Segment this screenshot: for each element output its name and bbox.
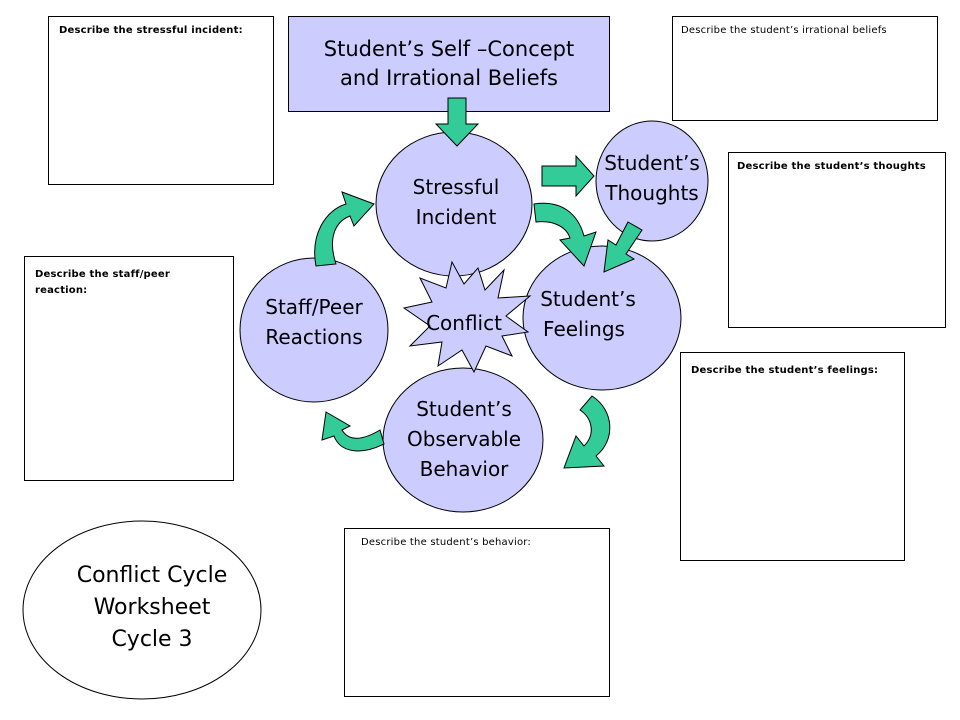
staff-peer-reactions-text-2: Reactions xyxy=(265,325,362,349)
students-feelings-text-2: Feelings xyxy=(543,317,625,341)
staff-peer-reactions-node xyxy=(239,257,389,403)
thoughts-box[interactable]: Describe the student’s thoughts xyxy=(728,152,946,328)
self-concept-title: Student’s Self –Concept and Irrational B… xyxy=(288,16,610,112)
students-thoughts-text-1: Student’s xyxy=(604,151,700,175)
worksheet-line-1: Conflict Cycle xyxy=(77,563,228,588)
stressful-incident-text-2: Incident xyxy=(416,205,497,229)
students-thoughts-node xyxy=(595,120,709,242)
staff-peer-label-1: Describe the staff/peer xyxy=(35,269,170,280)
stressful-incident-node xyxy=(375,131,533,277)
staff-peer-label-2: reaction: xyxy=(35,285,88,296)
behavior-label: Describe the student’s behavior: xyxy=(361,537,531,548)
irrational-beliefs-box[interactable]: Describe the student’s irrational belief… xyxy=(672,16,938,121)
title-line-2: and Irrational Beliefs xyxy=(340,66,558,90)
students-thoughts-text-2: Thoughts xyxy=(604,181,698,205)
stressful-incident-text-1: Stressful xyxy=(413,175,500,199)
title-down-arrow xyxy=(434,97,480,147)
feelings-box[interactable]: Describe the student’s feelings: xyxy=(680,352,905,561)
feelings-label: Describe the student’s feelings: xyxy=(691,365,879,376)
behavior-to-staff-arrow xyxy=(321,411,385,452)
conflict-starburst xyxy=(402,260,532,374)
worksheet-line-3: Cycle 3 xyxy=(111,627,192,652)
observable-behavior-text-1: Student’s xyxy=(416,397,512,421)
staff-peer-reactions-text-1: Staff/Peer xyxy=(265,295,363,319)
stressful-incident-label: Describe the stressful incident: xyxy=(59,25,243,36)
worksheet-oval xyxy=(22,520,262,700)
students-feelings-node xyxy=(522,245,682,391)
students-feelings-text-1: Student’s xyxy=(540,287,636,311)
irrational-beliefs-label: Describe the student’s irrational belief… xyxy=(681,25,887,36)
staff-to-incident-arrow xyxy=(314,191,375,267)
to-thoughts-arrow xyxy=(541,154,595,198)
observable-behavior-text-3: Behavior xyxy=(420,457,510,481)
stressful-incident-box[interactable]: Describe the stressful incident: xyxy=(48,16,274,185)
thoughts-label: Describe the student’s thoughts xyxy=(737,161,926,172)
incident-to-feelings-arrow xyxy=(533,202,597,267)
title-line-1: Student’s Self –Concept xyxy=(323,36,575,61)
feelings-to-behavior-arrow xyxy=(563,395,611,469)
behavior-box[interactable]: Describe the student’s behavior: xyxy=(344,528,610,697)
observable-behavior-text-2: Observable xyxy=(407,427,521,451)
staff-peer-box[interactable]: Describe the staff/peer reaction: xyxy=(24,256,234,481)
conflict-text: Conflict xyxy=(426,311,502,335)
worksheet-line-2: Worksheet xyxy=(94,595,211,620)
thoughts-to-feelings-arrow xyxy=(603,221,643,273)
